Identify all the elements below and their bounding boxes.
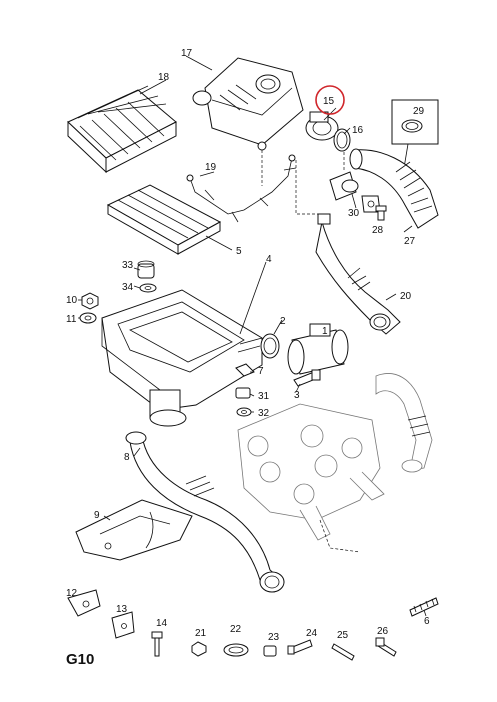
part-12-bracket [67, 589, 101, 617]
part-13-bracket [111, 611, 135, 639]
callout-32: 32 [258, 408, 270, 419]
callout-8: 8 [124, 452, 130, 463]
callout-31: 31 [258, 391, 270, 402]
callout-12: 12 [66, 588, 78, 599]
part-hose-right [375, 373, 433, 473]
callout-27: 27 [404, 236, 416, 247]
part-8-intake-hose [125, 431, 285, 593]
part-3-bolt [293, 369, 321, 387]
part-9-plate [75, 499, 193, 561]
callout-30: 30 [348, 208, 360, 219]
callout-11: 11 [66, 314, 77, 325]
callout-19: 19 [205, 162, 217, 173]
page-code: G10 [66, 651, 94, 668]
part-33-grommet [137, 260, 155, 279]
callout-29: 29 [413, 106, 425, 117]
part-26-bolt [375, 637, 397, 657]
callout-13: 13 [116, 604, 128, 615]
callout-25: 25 [337, 630, 349, 641]
callout-24: 24 [306, 628, 318, 639]
engine-ghost [237, 403, 385, 553]
part-32-washer [236, 407, 252, 417]
part-4-air-cleaner-housing [101, 289, 263, 427]
part-31-grommet [235, 387, 251, 399]
callout-23: 23 [268, 632, 280, 643]
part-5-air-filter [106, 184, 222, 255]
part-30-bracket [329, 171, 381, 213]
callout-20: 20 [400, 291, 412, 302]
callout-6: 6 [424, 616, 430, 627]
callout-28: 28 [372, 225, 384, 236]
part-15-air-flow-sensor [305, 111, 339, 141]
callout-10: 10 [66, 295, 78, 306]
part-1-mass-airflow-sensor [287, 323, 349, 375]
callout-labels: 17 18 15 16 29 19 30 28 27 5 4 33 34 20 … [66, 48, 430, 668]
callout-22: 22 [230, 624, 242, 635]
callout-17: 17 [181, 48, 193, 59]
part-20-intake-duct [315, 213, 401, 335]
part-18-air-filter-element [67, 85, 177, 174]
part-28-bolt [375, 205, 387, 221]
callout-9: 9 [94, 510, 100, 521]
callout-15: 15 [323, 96, 335, 107]
part-11-washer [79, 312, 97, 324]
callout-21: 21 [195, 628, 207, 639]
callout-26: 26 [377, 626, 389, 637]
part-6-stud [409, 597, 439, 617]
part-16-seal-ring [333, 128, 351, 152]
part-22-clamp [223, 643, 249, 657]
part-29-hose-clamp [391, 99, 439, 169]
callout-5: 5 [236, 246, 242, 257]
part-10-nut [81, 292, 99, 310]
part-34-washer [139, 283, 157, 293]
part-24-bolt [287, 639, 313, 655]
callout-4: 4 [266, 254, 272, 265]
highlight-circle-15 [315, 85, 345, 115]
callout-34: 34 [122, 282, 134, 293]
callout-7: 7 [258, 366, 264, 377]
callout-33: 33 [122, 260, 134, 271]
callout-2: 2 [280, 316, 286, 327]
part-21-nut [191, 641, 207, 657]
part-27-intake-hose [349, 148, 439, 229]
callout-16: 16 [352, 125, 364, 136]
callout-14: 14 [156, 618, 168, 629]
part-23-grommet [263, 645, 277, 657]
part-25-bolt [331, 643, 355, 661]
callout-3: 3 [294, 390, 300, 401]
part-14-bolt [151, 631, 163, 657]
part-2-seal-ring [260, 333, 280, 359]
callout-1: 1 [322, 326, 328, 337]
part-17-air-cleaner-cover [192, 57, 304, 151]
part-19-harness-bracket [186, 154, 297, 223]
leader-lines [78, 55, 427, 617]
callout-18: 18 [158, 72, 170, 83]
